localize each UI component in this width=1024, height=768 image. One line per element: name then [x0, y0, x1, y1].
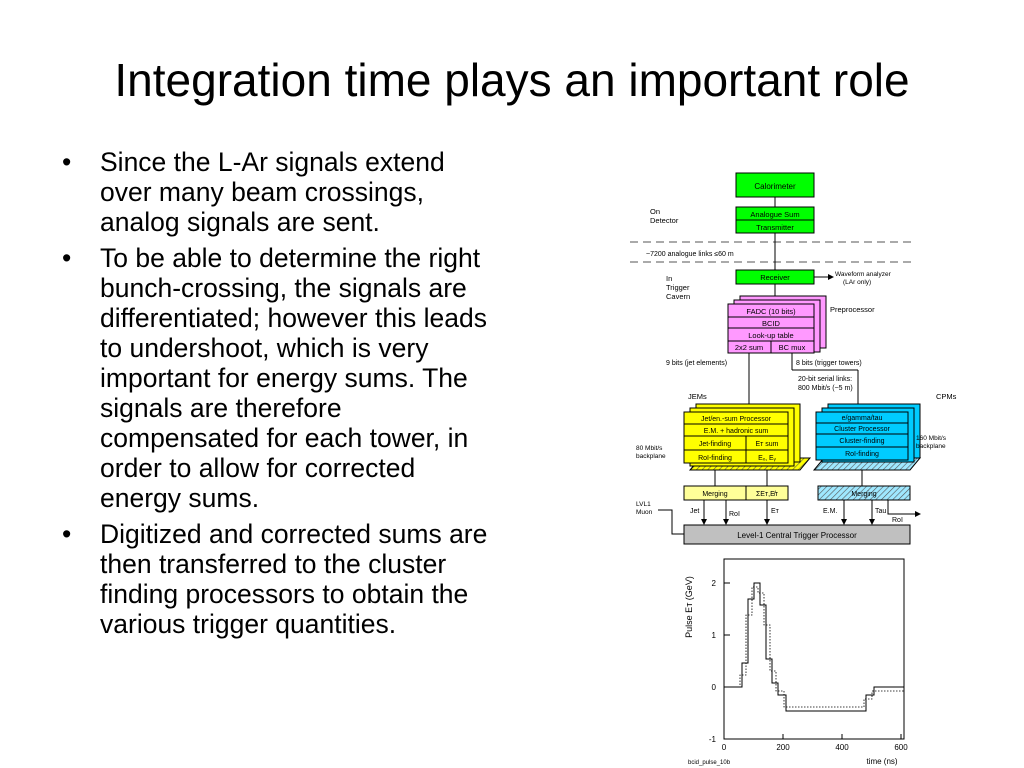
- roi-label: RoI: [729, 511, 740, 518]
- bullet-line: To be able to determine the right: [100, 243, 481, 273]
- page-title: Integration time plays an important role: [114, 54, 910, 106]
- backplane-right-label: backplane: [916, 443, 946, 450]
- on-detector-label: On: [650, 207, 660, 216]
- pulse-plot: 2 1 0 -1 Pulse Eᴛ (GeV) 0 200 400 600 ti…: [684, 558, 908, 766]
- cavern-label: Cavern: [666, 292, 690, 301]
- bullet-line: over many beam crossings,: [100, 177, 425, 207]
- ctp-box: [683, 524, 911, 545]
- em-label: E.M.: [823, 508, 837, 515]
- bullet-line: then transferred to the cluster: [100, 549, 447, 579]
- x-tick-label: 200: [776, 743, 790, 752]
- transmitter-label: Transmitter: [756, 223, 794, 232]
- roi-finding-right-label: RoI-finding: [845, 451, 879, 458]
- sum-et-label: ΣEᴛ,E̸ᴛ: [756, 490, 779, 498]
- fadc-label: FADC (10 bits): [746, 307, 796, 316]
- bullet-line: differentiated; however this leads: [100, 303, 487, 333]
- on-detector-label: Detector: [650, 216, 679, 225]
- cluster-finding-label: Cluster-finding: [839, 438, 884, 445]
- egamma-label: e/gamma/tau: [842, 415, 883, 422]
- jems-label: JEMs: [688, 392, 707, 401]
- serial-label: 20-bit serial links:: [798, 376, 852, 383]
- ex-ey-label: Eₓ, Eᵧ: [758, 455, 777, 462]
- merging-left-label: Merging: [702, 491, 727, 498]
- ex-ey-box: [745, 449, 789, 464]
- roi-label: RoI: [892, 517, 903, 524]
- et-sum-label: Eᴛ sum: [755, 441, 778, 448]
- lvl1-label: LVL1: [636, 501, 651, 508]
- bullet-line: signals are therefore: [100, 393, 342, 423]
- cluster-proc-label: Cluster Processor: [834, 426, 890, 433]
- x-tick-label: 400: [835, 743, 849, 752]
- bullet-line: Digitized and corrected sums are: [100, 519, 488, 549]
- em-had-label: E.M. + hadronic sum: [704, 428, 769, 435]
- bullet-line: to undershoot, which is very: [100, 333, 429, 363]
- roi-finding-right-box: [815, 446, 909, 461]
- bullet-line: energy sums.: [100, 483, 260, 513]
- y-axis-label: Pulse Eᴛ (GeV): [684, 576, 694, 638]
- lvl1-label: Muon: [636, 509, 653, 516]
- x-tick-label: 0: [722, 743, 727, 752]
- pulse-trace-solid: [724, 582, 904, 712]
- pulse-trace-dotted: [724, 586, 904, 708]
- cpms-label: CPMs: [936, 392, 957, 401]
- bullet-line: order to allow for corrected: [100, 453, 416, 483]
- roi-finding-left-label: RoI-finding: [698, 455, 732, 462]
- merging-right-label: Merging: [851, 491, 876, 498]
- bcid-label: BCID: [762, 319, 781, 328]
- x-tick-label: 600: [894, 743, 908, 752]
- y-tick-label: 2: [712, 579, 717, 588]
- bullet-item-3: Digitized and corrected sums are then tr…: [60, 519, 600, 639]
- ctp-label: Level-1 Central Trigger Processor: [737, 531, 857, 540]
- bullet-line: bunch-crossing, the signals are: [100, 273, 467, 303]
- arrow: [887, 500, 921, 517]
- jet-finding-label: Jet-finding: [699, 441, 731, 448]
- trigger-diagram: Calorimeter On Detector Analogue Sum Tra…: [630, 172, 957, 545]
- x-ticks: [723, 734, 902, 739]
- preprocessor-label: Preprocessor: [830, 305, 875, 314]
- bullet-line: analog signals are sent.: [100, 207, 380, 237]
- waveform-label: (LAr only): [843, 279, 871, 286]
- bullet-line: important for energy sums. The: [100, 363, 468, 393]
- plot-frame: [723, 558, 905, 740]
- y-tick-label: 1: [712, 631, 717, 640]
- y-tick-label: -1: [709, 735, 717, 744]
- receiver-label: Receiver: [760, 273, 790, 282]
- bullet-line: finding processors to obtain the: [100, 579, 469, 609]
- merging-right-box: [817, 485, 911, 501]
- x-axis-label: time (ns): [866, 757, 897, 766]
- bullet-item-1: Since the L-Ar signals extend over many …: [60, 147, 600, 237]
- cavern-label: Trigger: [666, 283, 690, 292]
- waveform-label: Waveform analyzer: [835, 271, 892, 278]
- bits-jet-label: 9 bits (jet elements): [666, 360, 727, 367]
- backplane-left-label: backplane: [636, 453, 666, 460]
- backplane-right-label: 160 Mbit/s: [916, 435, 947, 442]
- y-ticks: [724, 582, 730, 740]
- bullet-line: Since the L-Ar signals extend: [100, 147, 445, 177]
- tau-label: Tau: [875, 508, 886, 515]
- analogue-sum-label: Analogue Sum: [750, 210, 799, 219]
- bullet-item-2: To be able to determine the right bunch-…: [60, 243, 600, 513]
- sum2x2-label: 2x2 sum: [735, 343, 763, 352]
- plot-caption: bcid_pulse_10b: [688, 760, 731, 766]
- y-tick-label: 0: [712, 683, 717, 692]
- bullet-line: compensated for each tower, in: [100, 423, 469, 453]
- bits-trigger-label: 8 bits (trigger towers): [796, 360, 862, 367]
- jet-proc-label: Jet/en.-sum Processor: [701, 416, 772, 423]
- calorimeter-box: [735, 172, 815, 198]
- backplane-left-label: 80 Mbit/s: [636, 445, 663, 452]
- calorimeter-label: Calorimeter: [754, 182, 796, 191]
- cavern-label: In: [666, 274, 672, 283]
- bullet-list: Since the L-Ar signals extend over many …: [60, 147, 600, 645]
- muon-line: [658, 509, 684, 535]
- lookup-label: Look-up table: [748, 331, 793, 340]
- links-label: ~7200 analogue links ≤60 m: [646, 251, 734, 258]
- jet-label: Jet: [690, 508, 699, 515]
- et-label: Eᴛ: [771, 508, 780, 515]
- serial-label: 800 Mbit/s (~5 m): [798, 385, 853, 392]
- bcmux-label: BC mux: [779, 343, 806, 352]
- bullet-line: various trigger quantities.: [100, 609, 397, 639]
